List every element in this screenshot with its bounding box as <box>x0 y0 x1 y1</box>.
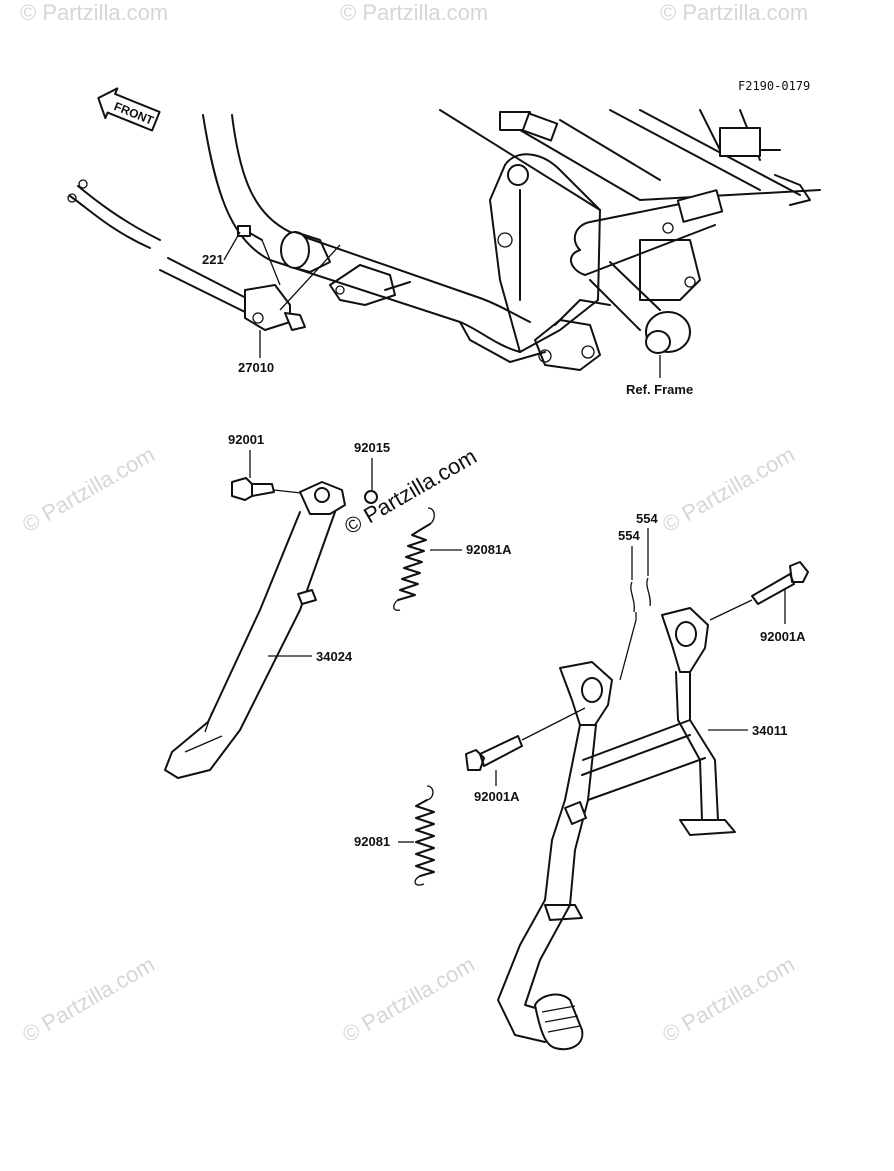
label-27010: 27010 <box>238 360 274 375</box>
label-92015: 92015 <box>354 440 390 455</box>
label-34024: 34024 <box>316 649 353 664</box>
watermark: © Partzilla.com <box>340 0 488 25</box>
watermark: © Partzilla.com <box>18 952 159 1048</box>
center-stand <box>465 561 809 1050</box>
side-stand <box>164 477 378 779</box>
watermark: © Partzilla.com <box>18 442 159 538</box>
watermark: © Partzilla.com <box>660 0 808 25</box>
frame-drawing <box>202 109 821 371</box>
diagram-code: F2190-0179 <box>738 79 810 93</box>
watermark: © Partzilla.com <box>20 0 168 25</box>
label-221: 221 <box>202 252 224 267</box>
label-554-lower: 554 <box>618 528 640 543</box>
label-92001A-right: 92001A <box>760 629 806 644</box>
label-92081A: 92081A <box>466 542 512 557</box>
label-92081: 92081 <box>354 834 390 849</box>
spring-92081A <box>393 507 435 611</box>
front-arrow-icon: FRONT <box>97 87 161 132</box>
label-ref-frame: Ref. Frame <box>626 382 693 397</box>
label-34011: 34011 <box>752 723 787 738</box>
side-stand-switch <box>67 179 341 331</box>
label-554-upper: 554 <box>636 511 658 526</box>
watermark-layer: © Partzilla.com © Partzilla.com © Partzi… <box>18 0 808 1047</box>
watermark: © Partzilla.com <box>338 952 479 1048</box>
label-92001: 92001 <box>228 432 264 447</box>
watermark-center: © Partzilla.com <box>340 444 481 540</box>
spring-92081 <box>414 785 435 886</box>
watermark: © Partzilla.com <box>658 952 799 1048</box>
label-92001A-left: 92001A <box>474 789 520 804</box>
watermark: © Partzilla.com <box>658 442 799 538</box>
